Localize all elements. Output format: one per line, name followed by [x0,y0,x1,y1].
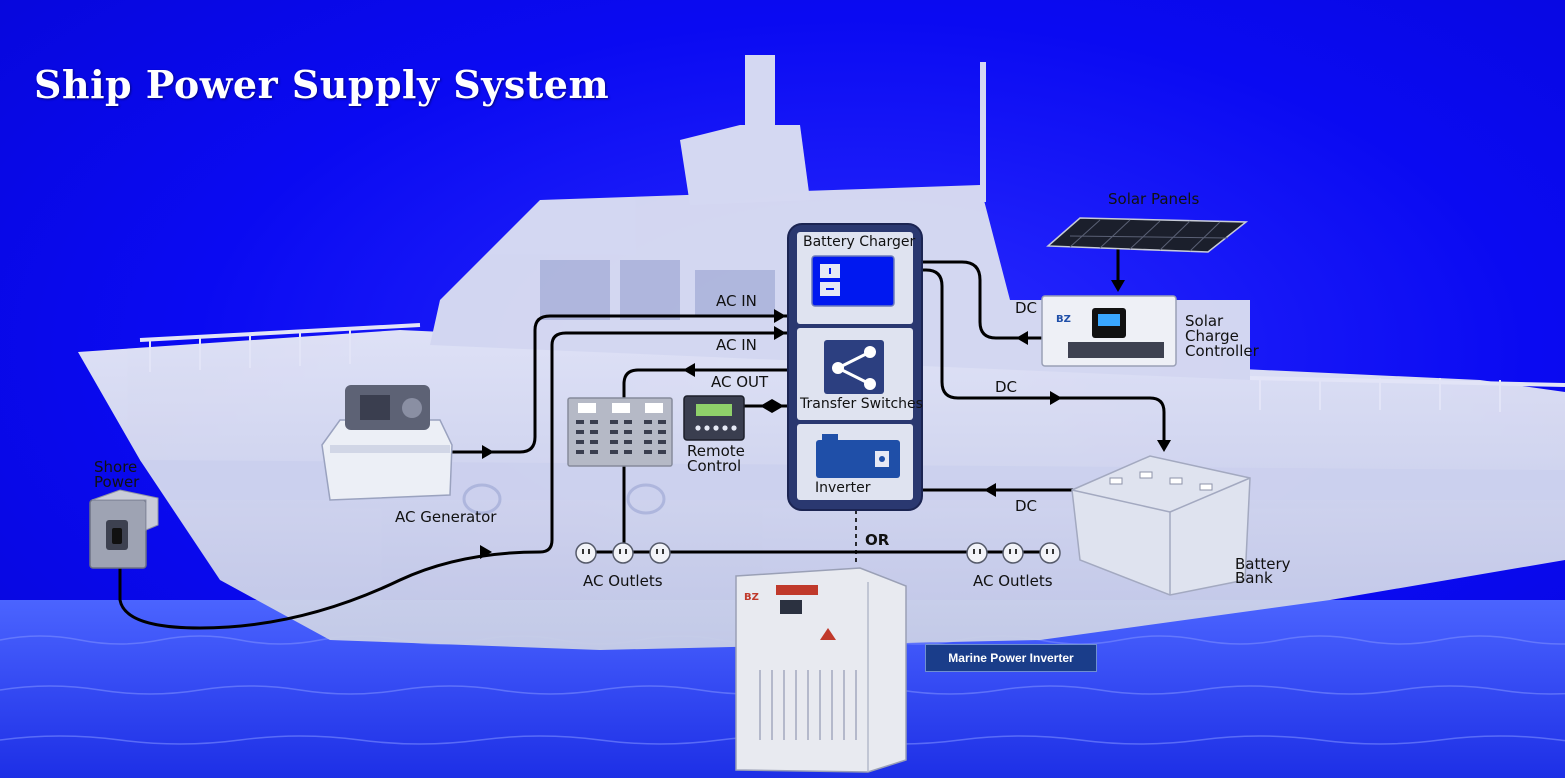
ac-outlets-left-label: AC Outlets [583,572,663,590]
battery-bank-label-2: Bank [1235,569,1273,587]
battery-bank-label-1: Battery [1235,555,1291,573]
battery-charger-icon [811,255,895,307]
wire-ac-out-to-outlets [622,368,824,548]
wire-charger-to-battery [898,268,1166,448]
solar-panels-label: Solar Panels [1108,190,1200,208]
ac-in-label-2: AC IN [716,336,757,354]
solar-charge-controller-label-1: Solar [1185,312,1224,330]
remote-control-label-2: Control [687,457,742,475]
ac-generator-icon [321,385,453,501]
remote-control-icon [683,395,745,441]
inverter-icon [816,434,900,478]
marine-inverter-icon: BZ [735,567,907,773]
ac-outlets-left [575,542,671,564]
ac-in-label-1: AC IN [716,292,757,310]
dc-label-3: DC [1015,497,1038,515]
or-label: OR [865,531,890,549]
solar-charge-controller-icon: BZ [1041,295,1177,367]
dc-label-2: DC [995,378,1018,396]
battery-bank-icon [1071,455,1251,596]
wire-charger-to-solar-controller [898,260,1042,340]
shore-power-label-1: Shore [94,458,138,476]
outlet-slots [582,549,1054,554]
solar-charge-controller-label-3: Controller [1185,342,1259,360]
shore-power-label-2: Power [94,473,140,491]
wire-generator-to-ac-in [452,314,790,454]
distribution-panel-icon [567,397,673,467]
battery-charger-label: Battery Charger [803,234,916,250]
transfer-switch-icon [824,340,884,394]
inverter-label: Inverter [815,480,871,496]
power-module [787,223,923,511]
svg-text:BZ: BZ [744,592,759,603]
transfer-switches-label: Transfer Switches [800,396,923,412]
solar-charge-controller-label-2: Charge [1185,327,1239,345]
shore-power-icon [89,489,159,569]
page-title: Ship Power Supply System [34,62,610,107]
ac-outlets-right-label: AC Outlets [973,572,1053,590]
solar-panel-icon [1046,217,1249,253]
remote-control-label-1: Remote [687,442,745,460]
svg-text:BZ: BZ [1056,314,1071,325]
ac-out-label: AC OUT [711,373,769,391]
marine-power-inverter-tag: Marine Power Inverter [925,644,1097,672]
ac-generator-label: AC Generator [395,508,497,526]
ac-outlets-right [966,542,1061,564]
dc-label-1: DC [1015,299,1038,317]
